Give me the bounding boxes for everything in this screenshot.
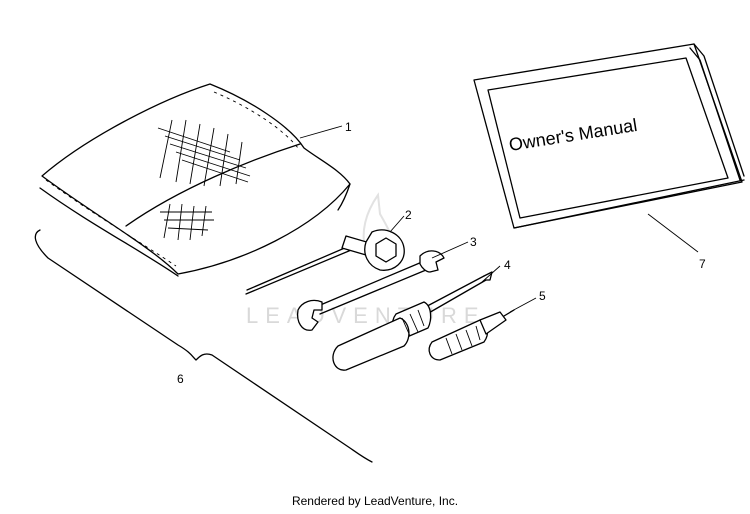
leader-3 <box>431 241 469 259</box>
leader-5 <box>509 297 537 313</box>
callout-5: 5 <box>539 289 546 303</box>
leader-lines <box>299 125 699 313</box>
bracket-6 <box>34 229 373 463</box>
leader-7 <box>647 213 699 253</box>
watermark-text: LEADVENTURE <box>246 303 486 328</box>
spark-plug-wrench <box>245 229 405 295</box>
screwdriver <box>332 271 493 371</box>
leader-1 <box>299 125 343 139</box>
callout-4: 4 <box>504 258 511 272</box>
footer-credit: Rendered by LeadVenture, Inc. <box>291 494 459 508</box>
tool-bag <box>39 83 351 277</box>
callout-2: 2 <box>405 208 412 222</box>
open-end-wrench <box>296 250 445 331</box>
owners-manual: Owner's Manual <box>473 43 745 229</box>
callout-7: 7 <box>699 257 706 271</box>
leader-4 <box>481 265 501 283</box>
stubby-screwdriver <box>428 309 515 361</box>
callout-6: 6 <box>177 372 184 386</box>
callout-1: 1 <box>345 120 352 134</box>
leader-2 <box>389 215 405 233</box>
callout-3: 3 <box>470 235 477 249</box>
